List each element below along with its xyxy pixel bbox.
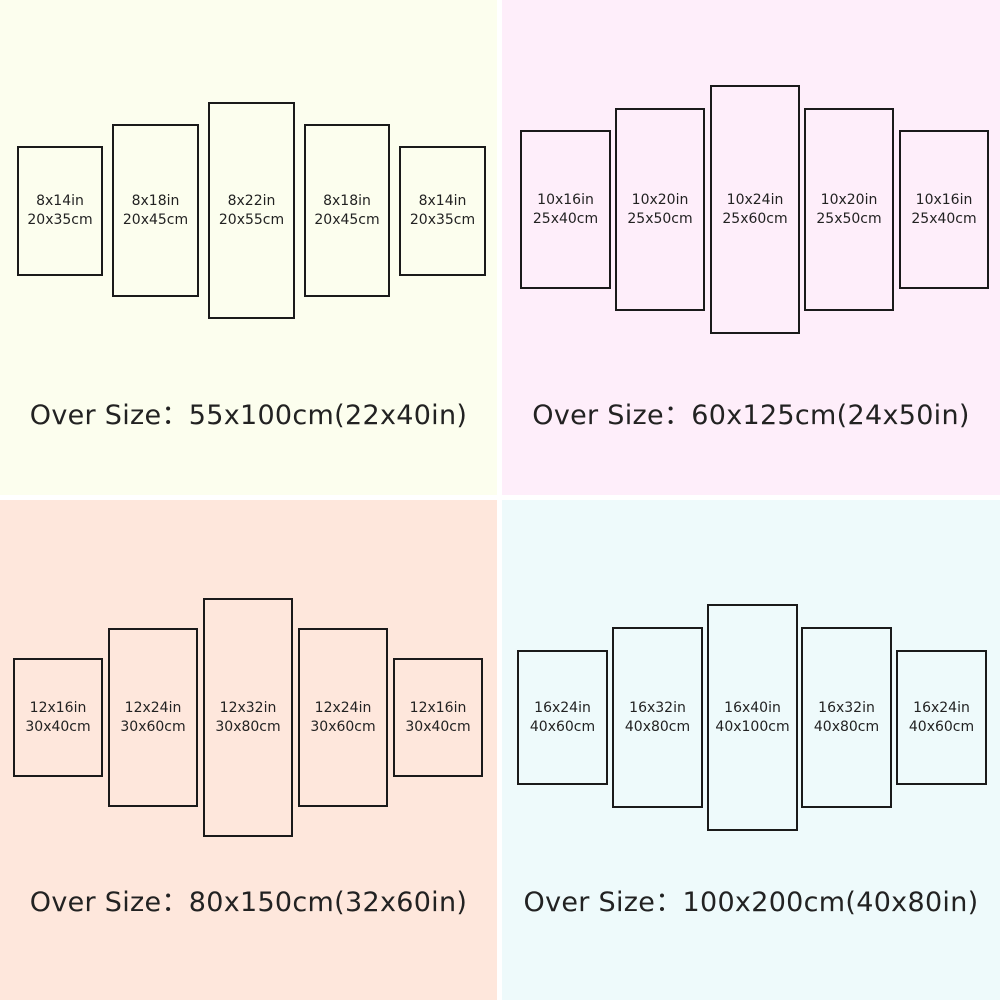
canvas-panel: 16x32in 40x80cm [612, 627, 703, 808]
canvas-panel: 16x24in 40x60cm [517, 650, 608, 785]
canvas-panel: 10x20in 25x50cm [804, 108, 894, 311]
canvas-panel: 10x20in 25x50cm [615, 108, 705, 311]
panel-size-in: 10x16in [537, 191, 594, 208]
canvas-panel: 12x16in 30x40cm [393, 658, 483, 777]
panel-size-cm: 20x45cm [314, 211, 380, 228]
size-option-2: 10x16in 25x40cm 10x20in 25x50cm 10x24in … [502, 0, 1000, 495]
panel-size-cm: 20x35cm [409, 212, 476, 228]
panel-size-in: 12x24in [124, 699, 182, 716]
panel-size-cm: 30x60cm [310, 718, 376, 735]
panel-size-in: 16x24in [913, 699, 970, 716]
panel-size-in: 16x40in [724, 699, 781, 716]
over-size-label: Over Size [532, 400, 691, 431]
canvas-panel: 8x22in 20x55cm [208, 102, 295, 319]
panel-size-in: 12x32in [219, 699, 277, 716]
panel-size-in: 12x16in [29, 699, 87, 716]
panel-size-in: 8x18in [323, 192, 371, 209]
over-size-label: Over Size [30, 887, 189, 918]
over-size-value: 80x150cm(32x60in) [188, 887, 468, 918]
panel-size-in: 10x16in [915, 191, 973, 208]
canvas-panel: 12x24in 30x60cm [298, 628, 388, 807]
panel-size-cm: 40x80cm [813, 718, 880, 735]
panel-size-in: 12x16in [409, 699, 467, 716]
panel-size-cm: 25x60cm [722, 210, 788, 227]
panel-size-cm: 20x45cm [122, 211, 189, 228]
panel-size-cm: 25x40cm [532, 210, 599, 227]
size-option-3: 12x16in 30x40cm 12x24in 30x60cm 12x32in … [0, 500, 497, 1000]
panel-size-in: 16x24in [534, 699, 591, 716]
over-size-caption: Over Size55x100cm(22x40in) [0, 393, 497, 432]
panel-size-cm: 30x80cm [215, 718, 281, 735]
over-size-value: 100x200cm(40x80in) [682, 887, 979, 918]
canvas-panel: 8x14in 20x35cm [17, 146, 103, 276]
canvas-panel: 12x24in 30x60cm [108, 628, 198, 807]
over-size-label: Over Size [524, 887, 683, 918]
canvas-panel: 12x32in 30x80cm [203, 598, 293, 837]
panel-size-in: 10x20in [820, 191, 878, 208]
canvas-panel: 8x18in 20x45cm [112, 124, 199, 297]
panel-size-in: 8x14in [418, 193, 467, 209]
over-size-caption: Over Size80x150cm(32x60in) [0, 880, 497, 919]
panel-size-in: 10x24in [726, 191, 784, 208]
over-size-value: 55x100cm(22x40in) [188, 400, 468, 431]
canvas-panel: 10x16in 25x40cm [899, 130, 989, 289]
canvas-panel: 10x24in 25x60cm [710, 85, 800, 334]
panel-size-in: 16x32in [818, 699, 875, 716]
panel-size-in: 8x18in [131, 192, 180, 209]
size-option-1: 8x14in 20x35cm 8x18in 20x45cm 8x22in 20x… [0, 0, 497, 495]
panel-size-in: 10x20in [631, 191, 689, 208]
panel-size-cm: 25x50cm [627, 210, 693, 227]
panel-size-cm: 25x50cm [816, 210, 882, 227]
panel-size-cm: 40x80cm [624, 718, 691, 735]
over-size-caption: Over Size100x200cm(40x80in) [502, 880, 1000, 919]
panel-size-cm: 40x100cm [715, 718, 790, 735]
over-size-value: 60x125cm(24x50in) [691, 400, 970, 431]
over-size-caption: Over Size60x125cm(24x50in) [502, 393, 1000, 432]
canvas-panel: 10x16in 25x40cm [520, 130, 611, 289]
panel-size-in: 8x22in [227, 192, 276, 209]
panel-size-in: 16x32in [629, 699, 686, 716]
panel-size-cm: 30x40cm [25, 718, 91, 735]
panel-size-cm: 20x55cm [218, 211, 285, 228]
panel-size-in: 8x14in [36, 193, 84, 209]
panel-size-cm: 40x60cm [529, 718, 596, 735]
over-size-label: Over Size [30, 400, 189, 431]
panel-size-cm: 40x60cm [908, 718, 975, 735]
canvas-panel: 16x24in 40x60cm [896, 650, 987, 785]
canvas-panel: 16x32in 40x80cm [801, 627, 892, 808]
canvas-panel: 8x18in 20x45cm [304, 124, 390, 297]
canvas-panel: 12x16in 30x40cm [13, 658, 103, 777]
panel-size-cm: 25x40cm [911, 210, 977, 227]
canvas-panel: 8x14in 20x35cm [399, 146, 486, 276]
panel-size-cm: 20x35cm [27, 212, 93, 228]
panel-size-cm: 30x60cm [120, 718, 186, 735]
panel-size-cm: 30x40cm [405, 718, 471, 735]
size-option-4: 16x24in 40x60cm 16x32in 40x80cm 16x40in … [502, 500, 1000, 1000]
canvas-panel: 16x40in 40x100cm [707, 604, 798, 831]
panel-size-in: 12x24in [314, 699, 372, 716]
